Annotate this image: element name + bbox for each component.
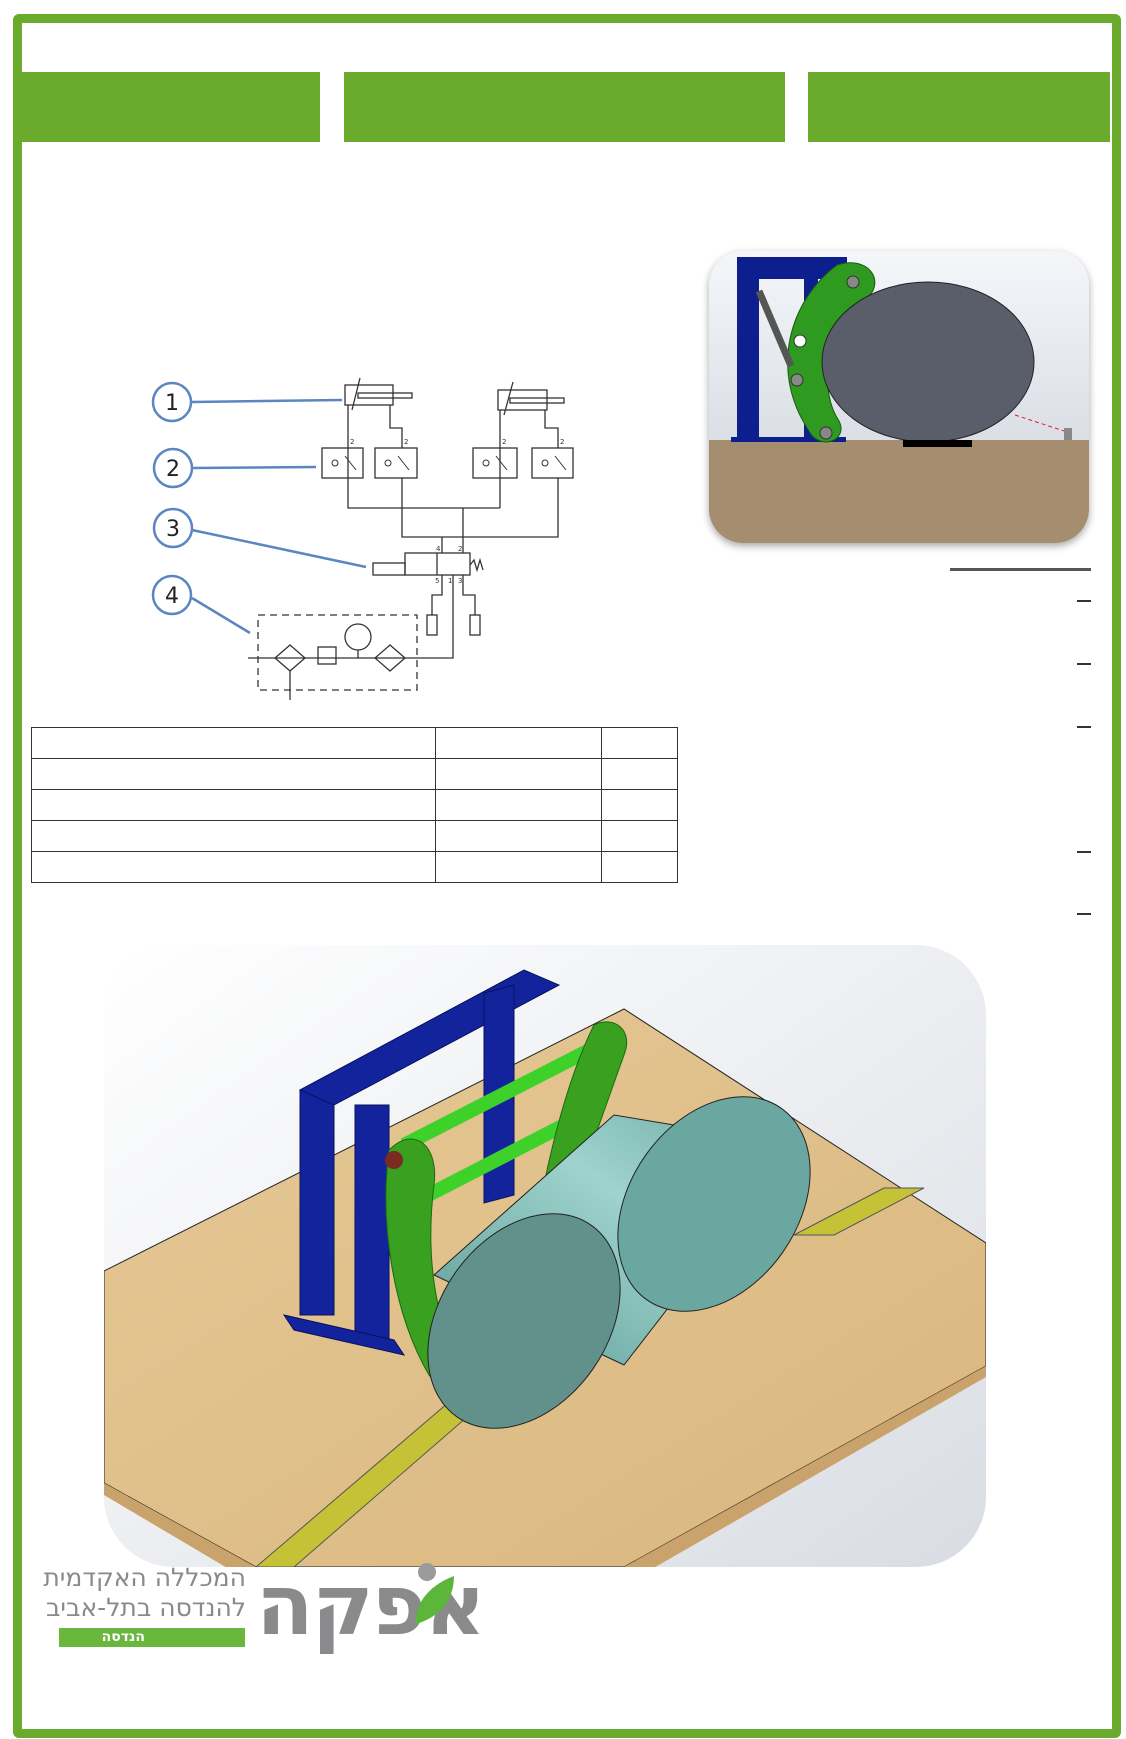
port-label: 4 (436, 545, 441, 553)
table-row (31, 727, 678, 759)
table-cell (601, 789, 678, 821)
table-cell (435, 727, 602, 759)
port-label: 2 (458, 545, 462, 553)
table-cell (435, 758, 602, 790)
parts-table (31, 727, 678, 883)
port-label: 2 (560, 438, 564, 446)
table-cell (601, 820, 678, 852)
table-cell (435, 820, 602, 852)
isometric-render (104, 945, 986, 1567)
table-row (31, 851, 678, 883)
table-cell (435, 851, 602, 883)
logo-name: אפקה (256, 1556, 486, 1654)
page-border (13, 14, 1121, 1738)
table-cell (31, 851, 436, 883)
divider-line (950, 568, 1091, 571)
frl-unit (257, 614, 418, 691)
port-label: 5 (435, 577, 439, 585)
port-label: 1 (448, 577, 452, 585)
table-cell (435, 789, 602, 821)
logo-line-2: להנדסה בתל-אביב (45, 1593, 246, 1622)
table-cell (31, 758, 436, 790)
callout-1: 1 (165, 391, 179, 416)
header-bar-center (344, 72, 785, 142)
cylinder-right (497, 389, 548, 411)
table-row (31, 820, 678, 852)
callout-2: 2 (166, 457, 180, 482)
callout-3: 3 (166, 517, 180, 542)
port-label: 2 (350, 438, 354, 446)
logo-line-1: המכללה האקדמית (43, 1563, 246, 1592)
pneumatic-schematic: 1 2 3 4 (151, 377, 574, 700)
bullet-dash (1077, 851, 1091, 853)
table-cell (601, 758, 678, 790)
table-row (31, 758, 678, 790)
solenoid (372, 562, 406, 576)
table-cell (601, 851, 678, 883)
port-label: 2 (502, 438, 506, 446)
port-label: 3 (458, 577, 462, 585)
callout-4: 4 (165, 584, 179, 609)
table-cell (31, 820, 436, 852)
header-bar-right (808, 72, 1110, 142)
bullet-dash (1077, 726, 1091, 728)
logo-leaf-icon (415, 1563, 454, 1624)
bullet-dash (1077, 913, 1091, 915)
table-cell (31, 727, 436, 759)
header-bar-left (20, 72, 320, 142)
cylinder-left (344, 384, 394, 406)
bullet-dash (1077, 663, 1091, 665)
port-label: 2 (404, 438, 408, 446)
table-cell (31, 789, 436, 821)
bullet-dash (1077, 600, 1091, 602)
table-cell (601, 727, 678, 759)
logo-tagline: הנדסה גבוהה (59, 1628, 245, 1664)
table-row (31, 789, 678, 821)
side-view-render (709, 251, 1089, 543)
